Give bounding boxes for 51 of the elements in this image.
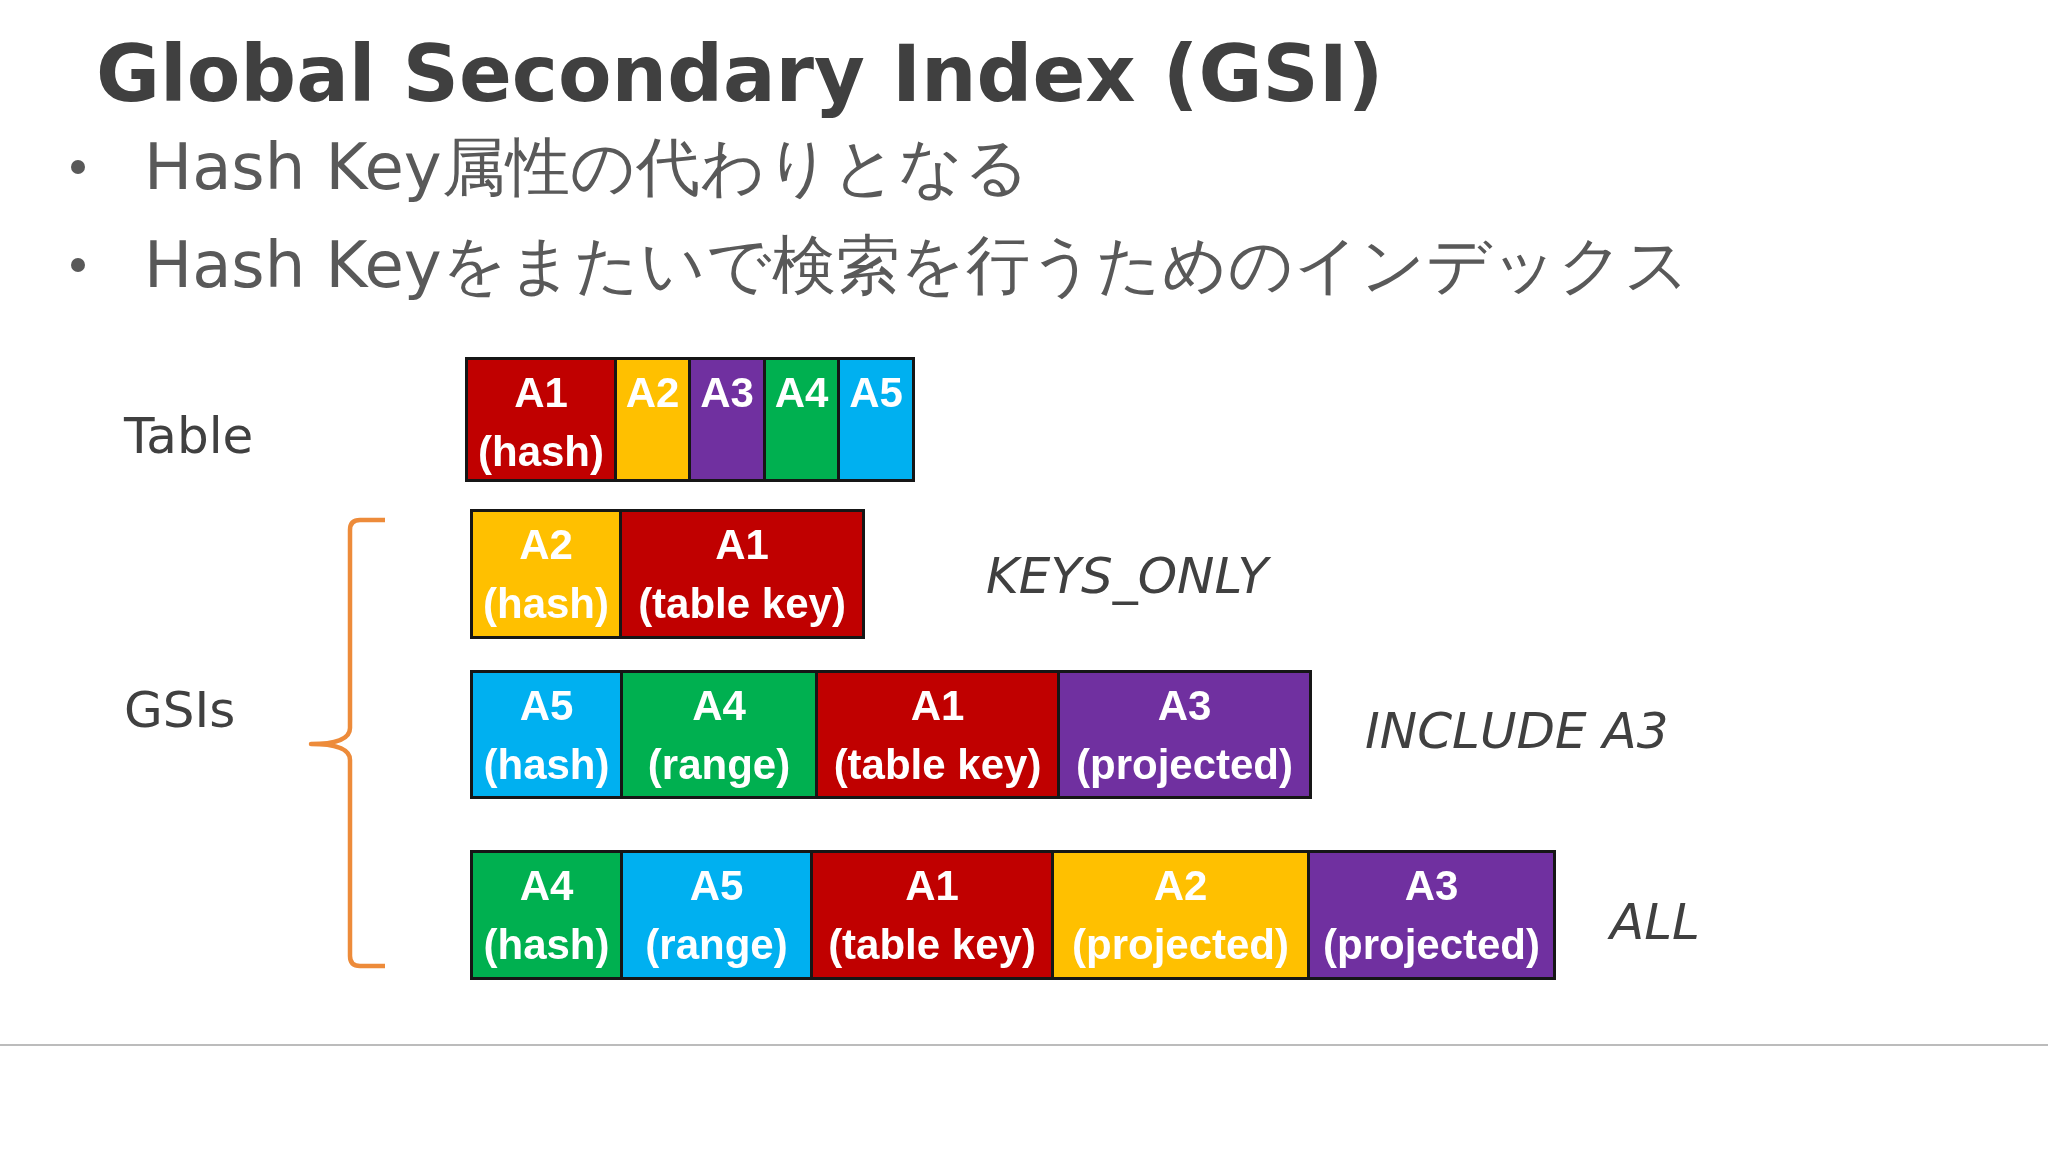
row-label: GSIs — [124, 680, 236, 740]
attribute-name: A3 — [1404, 861, 1459, 911]
attribute-name: A4 — [519, 861, 574, 911]
attribute-role: (range) — [647, 740, 791, 790]
attribute-role: (projected) — [1076, 740, 1293, 790]
attribute-name: A4 — [774, 368, 829, 418]
attribute-role: (hash) — [483, 579, 609, 629]
projection-type: KEYS_ONLY — [986, 546, 1269, 606]
attribute-name: A5 — [849, 368, 903, 418]
attribute-cell — [837, 357, 915, 482]
attribute-role: (projected) — [1323, 920, 1540, 970]
attribute-cell — [470, 670, 623, 799]
bullet-text: Hash Keyをまたいで検索を行うためのインデックス — [144, 226, 1690, 304]
attribute-cell — [620, 850, 813, 980]
attribute-name: A1 — [905, 861, 959, 911]
attribute-role: (table key) — [638, 579, 846, 629]
attribute-name: A4 — [692, 681, 746, 731]
attribute-name: A1 — [910, 681, 965, 731]
attribute-cell — [619, 509, 865, 639]
attribute-role: (table key) — [828, 920, 1036, 970]
attribute-cell — [1057, 670, 1312, 799]
attribute-name: A5 — [519, 681, 574, 731]
attribute-name: A1 — [514, 368, 568, 418]
attribute-role: (table key) — [833, 740, 1042, 790]
bullet-text: Hash Key属性の代わりとなる — [144, 128, 1030, 206]
attribute-cell — [1051, 850, 1310, 980]
attribute-cell — [620, 670, 818, 799]
attribute-role: (hash) — [478, 427, 604, 477]
attribute-cell — [810, 850, 1054, 980]
projection-type: INCLUDE A3 — [1365, 701, 1669, 761]
attribute-role: (range) — [645, 920, 788, 970]
slide-title: Global Secondary Index (GSI) — [96, 28, 1384, 121]
attribute-name: A2 — [625, 368, 680, 418]
attribute-name: A2 — [519, 520, 573, 570]
attribute-role: (hash) — [483, 920, 610, 970]
attribute-role: (projected) — [1072, 920, 1289, 970]
attribute-name: A2 — [1153, 861, 1208, 911]
row-label: Table — [124, 406, 254, 466]
attribute-name: A3 — [1157, 681, 1212, 731]
attribute-cell — [763, 357, 840, 482]
attribute-name: A5 — [689, 861, 744, 911]
attribute-cell — [688, 357, 766, 482]
attribute-cell — [470, 850, 623, 980]
attribute-cell — [614, 357, 691, 482]
attribute-cell — [1307, 850, 1556, 980]
attribute-cell — [815, 670, 1060, 799]
attribute-cell — [465, 357, 617, 482]
attribute-cell — [470, 509, 622, 639]
attribute-name: A3 — [700, 368, 754, 418]
attribute-role: (hash) — [483, 740, 610, 790]
attribute-name: A1 — [715, 520, 769, 570]
